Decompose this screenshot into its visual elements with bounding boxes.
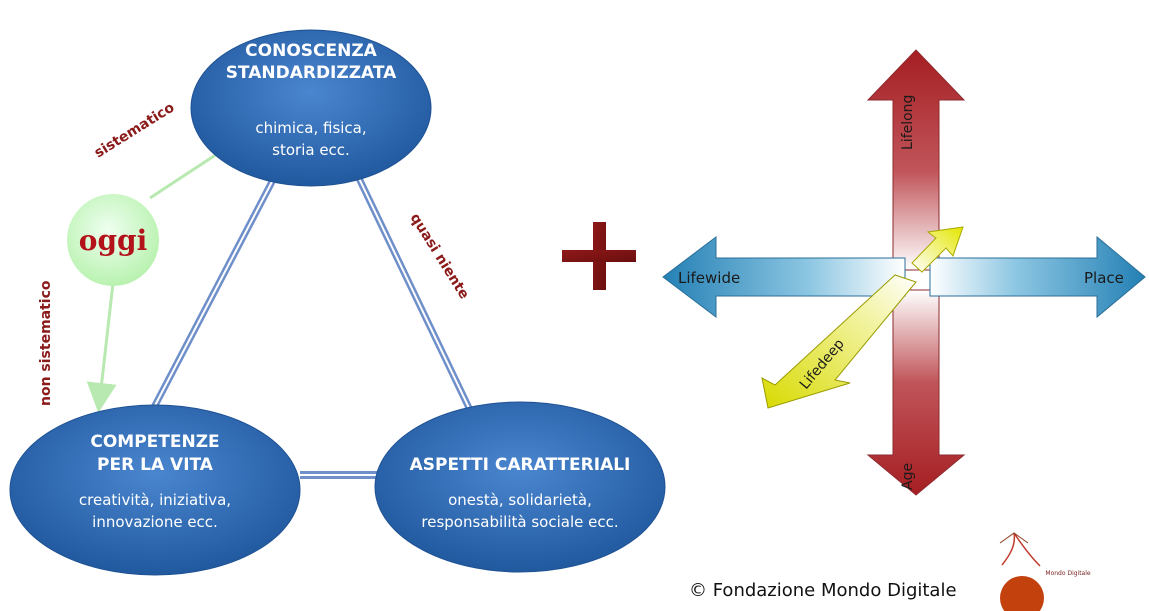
node-top-title-2: STANDARDIZZATA (226, 63, 397, 83)
label-quasi-niente: quasi niente (407, 211, 472, 302)
fondazione-logo: Mondo Digitale (999, 532, 1091, 611)
copyright-text: © Fondazione Mondo Digitale (689, 580, 957, 601)
node-right-sub-2: responsabilità sociale ecc. (421, 513, 618, 531)
arrow-lifedeep (761, 274, 917, 409)
plus-sign (562, 222, 636, 290)
node-left-sub-2: innovazione ecc. (92, 513, 218, 531)
node-competenze-per-la-vita: COMPETENZE PER LA VITA creatività, inizi… (9, 404, 301, 576)
link-top-right (351, 168, 474, 412)
node-top-title-1: CONOSCENZA (245, 41, 377, 61)
axis-label-age: Age (900, 463, 916, 490)
axis-label-place: Place (1084, 269, 1124, 287)
node-left-title-1: COMPETENZE (90, 432, 219, 452)
logo-globe-icon (1000, 576, 1044, 611)
arrow-place (929, 235, 1146, 319)
node-left-title-2: PER LA VITA (97, 455, 214, 475)
label-sistematico: sistematico (92, 99, 178, 161)
axis-label-lifewide: Lifewide (678, 269, 740, 287)
triangle-links (146, 168, 474, 479)
arrow-age (866, 289, 966, 496)
logo-text: Mondo Digitale (1045, 570, 1090, 577)
node-top-sub-2: storia ecc. (272, 141, 350, 159)
node-right-sub-1: onestà, solidarietà, (448, 491, 592, 509)
axes-diagram: Lifelong Age Lifewide Place Lifedeep (662, 49, 1146, 496)
oggi-node: oggi (67, 194, 159, 286)
node-left-sub-1: creatività, iniziativa, (79, 491, 231, 509)
node-conoscenza-standardizzata: CONOSCENZA STANDARDIZZATA chimica, fisic… (190, 29, 432, 187)
node-right-title: ASPETTI CARATTERIALI (410, 455, 631, 475)
node-top-sub-1: chimica, fisica, (255, 119, 366, 137)
arrow-small-yellow (911, 226, 964, 273)
oggi-circle (67, 194, 159, 286)
link-top-left (146, 174, 279, 417)
oggi-label: oggi (79, 224, 147, 257)
axis-label-lifelong: Lifelong (900, 95, 916, 150)
oggi-path (86, 150, 221, 413)
node-aspetti-caratteriali: ASPETTI CARATTERIALI onestà, solidarietà… (374, 401, 666, 573)
label-non-sistematico: non sistematico (38, 280, 54, 406)
